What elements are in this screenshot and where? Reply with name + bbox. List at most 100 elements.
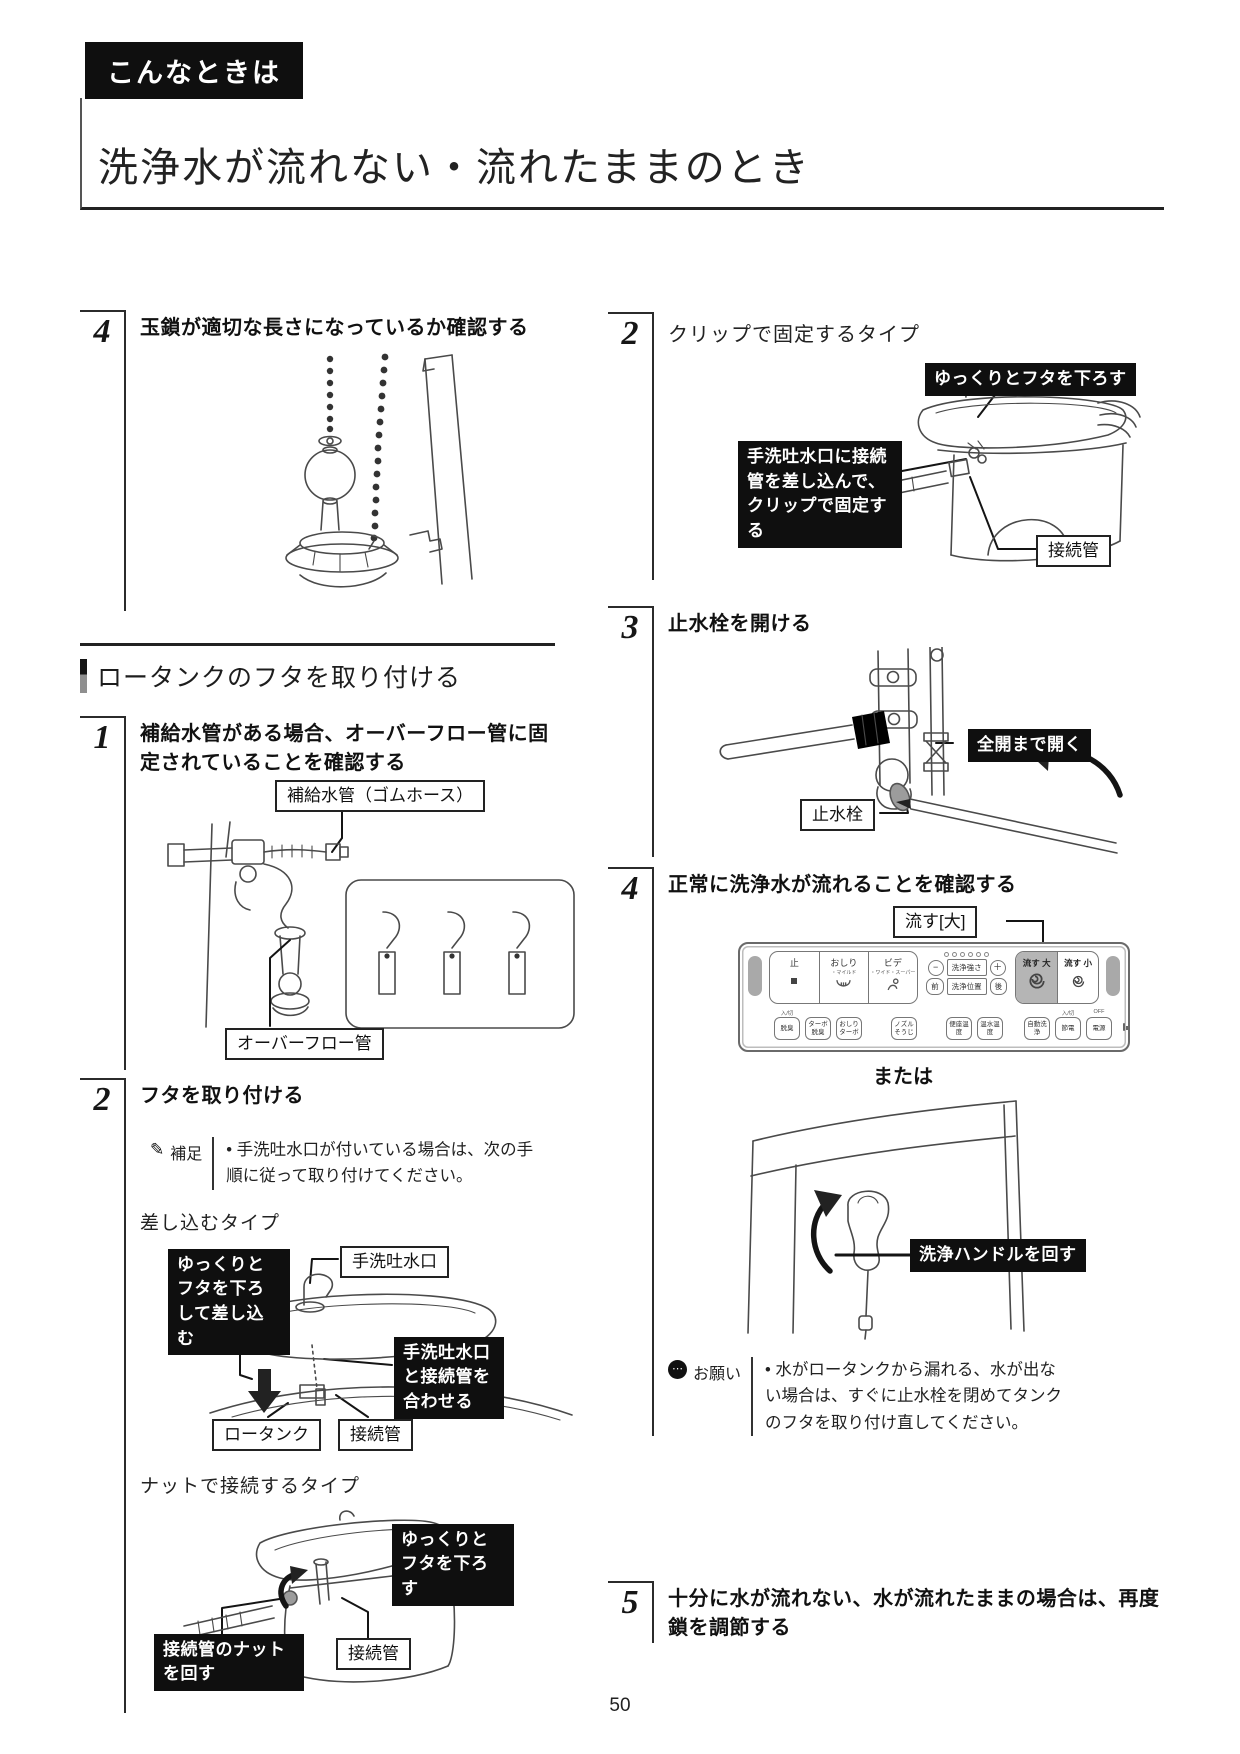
step-confirm-flush: 4 正常に洗浄水が流れることを確認する 流す[大] 止 [608,867,1165,1437]
request-note: ⋯ お願い • 水がロータンクから漏れる、水が出ない場合は、すぐに止水栓を閉めて… [668,1357,1165,1437]
turn-handle-callout: 洗浄ハンドルを回す [910,1239,1086,1272]
page-title-block: 洗浄水が流れない・流れたままのとき [80,98,1164,210]
nut-type-title: ナットで接続するタイプ [140,1475,361,1497]
flush-swirl-icon [1072,975,1084,988]
flush-big-button: 流す 大 [1016,952,1058,1003]
step-number: 3 [608,606,654,857]
battery-icon [1123,1023,1128,1031]
step-heading: 玉鎖が適切な長さになっているか確認する [140,317,529,339]
request-icon: ⋯ [668,1360,687,1379]
step-number: 2 [608,312,654,580]
tank-callout: ロータンク [212,1418,321,1452]
align-callout: 手洗吐水口と接続管を合わせる [394,1336,504,1419]
pipe-callout: 接続管 [336,1637,411,1671]
page-number: 50 [609,1695,631,1716]
right-column: 2 クリップで固定するタイプ [608,260,1165,1644]
hose-callout: 補給水管（ゴムホース） [275,780,486,813]
step-heading: 補給水管がある場合、オーバーフロー管に固定されていることを確認する [140,723,549,774]
chain-drawing [285,353,473,588]
position-label: 洗浄位置 [946,978,987,995]
remote-side-button [1106,956,1121,996]
stop-button: 止 [770,952,819,1003]
step-check-chain-length: 4 玉鎖が適切な長さになっているか確認する [80,310,555,611]
indicator-dots [944,952,990,957]
lid-nut-illustration: ゆっくりとフタを下ろす 接続管のナットを回す 接続管 [140,1508,555,1713]
nozzle-clean-button: ノズルそうじ [891,1017,917,1040]
slow-lower-callout: ゆっくりとフタを下ろす [392,1523,514,1606]
section-header: ロータンクのフタを取り付ける [80,643,555,694]
step-check-hose-fixed: 1 補給水管がある場合、オーバーフロー管に固定されていることを確認する 補給水管… [80,716,575,1070]
left-column: 4 玉鎖が適切な長さになっているか確認する [80,260,575,1713]
small-button-row: 入/切 脱臭 ターボ脱臭 おしりターボ ノズルそうじ 便座温度 [748,1009,1128,1040]
flush-swirl-icon [1029,973,1045,989]
position-front-button: 前 [926,978,944,995]
leader-line [1006,920,1044,922]
flush-button-group: 流す 大 流す 小 [1015,951,1100,1004]
note-text: • 水がロータンクから漏れる、水が出ない場合は、すぐに止水栓を閉めてタンクのフタ… [751,1357,1069,1437]
or-text: または [873,1066,933,1088]
power-save-button: 節電 [1055,1017,1081,1040]
handle-illustration: 洗浄ハンドルを回す [668,1091,1165,1341]
oshiri-button: おしり ・マイルド [818,952,868,1003]
step-heading: 十分に水が流れない、水が流れたままの場合は、再度鎖を調節する [668,1588,1160,1640]
lid-insert-illustration: ゆっくりとフタを下ろして差し込む 手洗吐水口 手洗吐水口と接続管を合わせる ロー… [140,1245,573,1455]
deodorize-button: 脱臭 [774,1017,800,1040]
page-title: 洗浄水が流れない・流れたままのとき [98,146,811,190]
oshiri-spray-icon [836,980,852,987]
flush-big-callout: 流す[大] [893,906,978,939]
auto-flush-button: 自動洗浄 [1024,1017,1050,1040]
insert-type-title: 差し込むタイプ [140,1212,281,1234]
lid-clip-illustration: ゆっくりとフタを下ろす 手洗吐水口に接続管を差し込んで、クリップで固定する 接続… [668,355,1165,580]
stop-valve-illustration: 全開まで開く 止水栓 [668,647,1165,857]
adjust-button-group: − 洗浄強さ ＋ 前 洗浄位置 後 [925,951,1008,995]
tank-hose-illustration: 補給水管（ゴムホース） [140,778,575,1070]
note-text: • 手洗吐水口が付いている場合は、次の手順に従って取り付けてください。 [212,1137,542,1190]
chain-illustration [140,343,555,611]
pipe-callout: 接続管 [1036,535,1111,568]
supplement-note: ✎ 補足 • 手洗吐水口が付いている場合は、次の手順に従って取り付けてください。 [150,1137,555,1190]
turbo-deodorize-button: ターボ脱臭 [805,1017,831,1040]
note-label: 補足 [170,1146,203,1163]
spout-callout: 手洗吐水口 [340,1245,449,1279]
bidet-button: ビデ ・ワイド・スーパー [867,952,917,1003]
leader-line [1042,920,1044,956]
step-readjust-chain: 5 十分に水が流れない、水が流れたままの場合は、再度鎖を調節する [608,1581,1165,1644]
step-heading: 止水栓を開ける [668,613,812,635]
section-bar-icon [80,659,87,693]
turn-nut-callout: 接続管のナットを回す [154,1633,304,1692]
position-back-button: 後 [989,978,1008,995]
step-heading: フタを取り付ける [140,1085,304,1107]
flush-small-button: 流す 小 [1057,952,1098,1003]
bidet-spray-icon [887,978,899,991]
oshiri-turbo-button: おしりターボ [836,1017,862,1040]
wash-button-group: 止 おしり ・マイルド [768,951,918,1004]
remote-control: 止 おしり ・マイルド [738,942,1130,1052]
step-clip-type: 2 クリップで固定するタイプ [608,312,1165,580]
stop-valve-callout: 止水栓 [800,799,875,832]
step-number: 1 [80,716,126,1070]
pencil-icon: ✎ [150,1140,165,1159]
seat-temp-button: 便座温度 [946,1017,972,1040]
handle-drawing [747,1100,1025,1340]
overflow-callout: オーバーフロー管 [225,1028,384,1061]
step-number: 4 [80,310,126,611]
step-number: 2 [80,1078,126,1713]
open-fully-callout: 全開まで開く [968,729,1091,762]
tank-hose-drawing [167,812,575,1029]
power-button: 電源 [1086,1017,1112,1040]
pipe-callout: 接続管 [338,1418,413,1452]
strength-plus-button: ＋ [989,959,1006,976]
step-open-stop-valve: 3 止水栓を開ける [608,606,1165,857]
strength-minus-button: − [927,959,944,976]
step-number: 4 [608,867,654,1437]
step-attach-lid: 2 フタを取り付ける ✎ 補足 • 手洗吐水口が付いている場合は、次の手順に従っ… [80,1078,573,1713]
slow-lower-callout: ゆっくりとフタを下ろす [925,363,1136,396]
stop-square-icon [791,978,798,984]
step-number: 5 [608,1581,654,1644]
step-heading: クリップで固定するタイプ [668,324,920,346]
clip-fix-callout: 手洗吐水口に接続管を差し込んで、クリップで固定する [738,441,902,548]
remote-illustration: 流す[大] 止 おしり [668,906,1165,1056]
strength-label: 洗浄強さ [946,959,987,976]
section-tag: こんなときは [85,42,303,99]
